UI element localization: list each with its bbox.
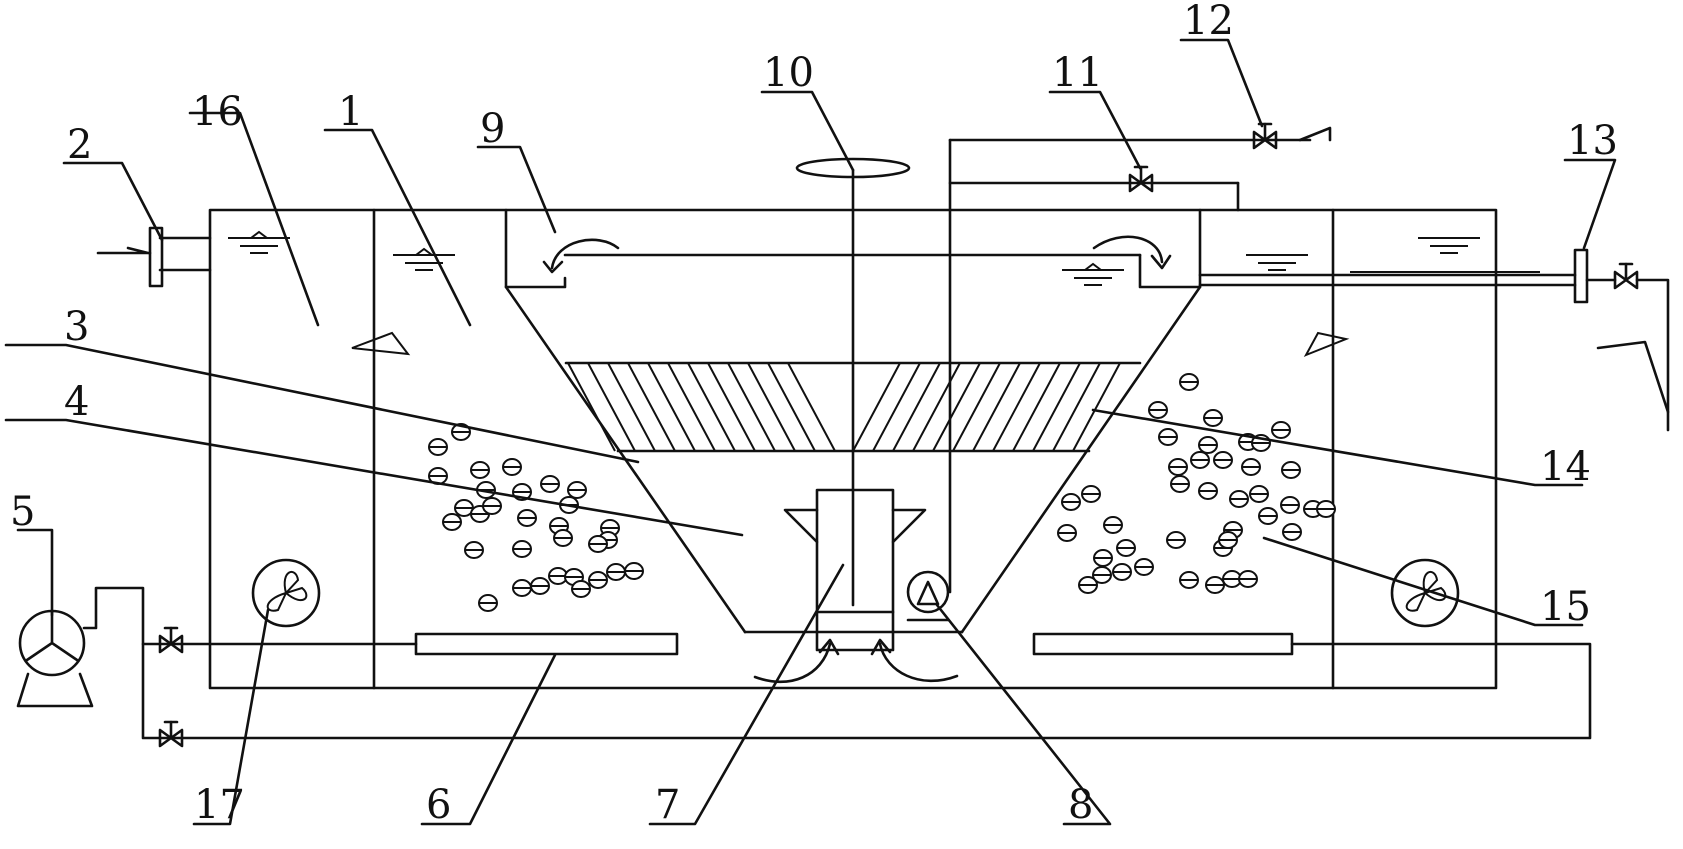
label-7: 7 [655, 782, 680, 828]
inclined-tube-settler [564, 361, 1142, 453]
settler-tube [727, 362, 776, 452]
settler-tube [707, 362, 756, 452]
settler-tube [587, 362, 636, 452]
label-17: 17 [194, 782, 245, 828]
settler-tube [607, 362, 656, 452]
settler-tube [932, 362, 981, 452]
air-blower [16, 586, 1592, 740]
settler-tube [567, 362, 616, 452]
settler-tube [952, 362, 1001, 452]
settler-tube [892, 362, 941, 452]
settler-tube [1072, 362, 1121, 452]
label-11: 11 [1052, 50, 1103, 96]
label-10: 10 [763, 50, 814, 96]
settler-tube [852, 362, 901, 452]
settler-tube [667, 362, 716, 452]
settler-tube [872, 362, 921, 452]
settler-tube [912, 362, 961, 452]
mixer-right [1390, 558, 1460, 628]
label-8: 8 [1068, 782, 1093, 828]
agitator-disc [795, 157, 911, 179]
bottom-flow-arrows [753, 638, 959, 684]
label-1: 1 [338, 89, 363, 135]
mixer-left [251, 558, 321, 628]
settling-funnel [504, 208, 1577, 634]
settler-tube [1052, 362, 1101, 452]
label-9: 9 [480, 106, 505, 152]
label-16: 16 [192, 89, 243, 135]
label-15: 15 [1540, 584, 1591, 630]
air-valve-upper [158, 626, 184, 654]
biofilm-carriers [428, 373, 1336, 612]
callout-labels: 1 2 3 4 5 6 7 8 9 10 11 12 13 14 15 16 1… [10, 0, 1618, 828]
settler-tube [1032, 362, 1081, 452]
aerator-right [1032, 632, 1294, 656]
air-valve-lower [158, 720, 184, 748]
leader-lines [4, 38, 1617, 826]
settler-tube [627, 362, 676, 452]
draft-tube [783, 488, 927, 652]
label-13: 13 [1567, 118, 1618, 164]
settler-tube [972, 362, 1021, 452]
label-6: 6 [426, 782, 451, 828]
label-3: 3 [64, 304, 89, 350]
label-2: 2 [67, 122, 92, 168]
label-14: 14 [1540, 444, 1591, 490]
overflow-arrows [542, 235, 1172, 274]
settler-tube [1012, 362, 1061, 452]
outlet-flange [1573, 248, 1670, 432]
flow-mark-right [1303, 331, 1350, 357]
water-levels [228, 230, 1480, 286]
label-4: 4 [64, 379, 89, 425]
settler-tube [647, 362, 696, 452]
settler-tube [787, 362, 836, 452]
label-5: 5 [10, 489, 35, 535]
agitator [795, 157, 911, 607]
return-pump [906, 138, 1312, 622]
settler-tube [767, 362, 816, 452]
label-12: 12 [1183, 0, 1234, 44]
settler-tube [992, 362, 1041, 452]
valve-12 [1252, 122, 1332, 150]
settler-tube [687, 362, 736, 452]
settler-tube [747, 362, 796, 452]
flow-mark-left [351, 331, 411, 356]
aerator-left [414, 632, 679, 656]
inlet-pipe [96, 226, 212, 288]
valve-11 [1128, 165, 1154, 193]
